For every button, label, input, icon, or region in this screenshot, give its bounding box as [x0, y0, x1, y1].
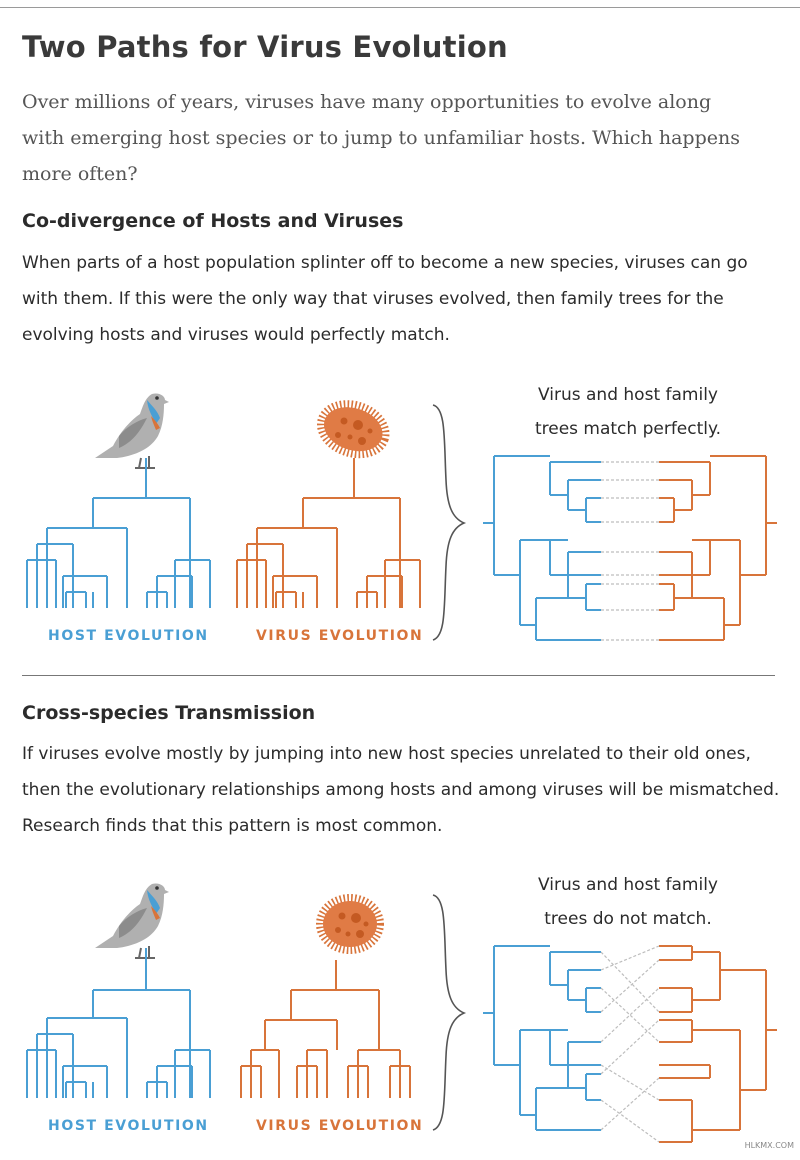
matched-host-tree [483, 455, 601, 641]
pigeon-icon [95, 393, 169, 469]
caption-line-1: Virus and host family [538, 385, 718, 405]
brace [432, 894, 467, 1131]
diagram-codivergence: Virus and host family trees match perfec… [0, 370, 800, 670]
caption-cross-species: Virus and host family trees do not match… [498, 868, 758, 936]
matched-virus-tree [659, 455, 777, 641]
mismatched-links [600, 945, 660, 1143]
section-divider [22, 675, 775, 676]
virus-icon [316, 400, 390, 459]
virus-evolution-label: VIRUS EVOLUTION [256, 628, 424, 644]
watermark: HLKMX.COM [744, 1141, 794, 1150]
host-tree [26, 948, 211, 1098]
mismatched-host-tree [483, 945, 601, 1131]
page-title: Two Paths for Virus Evolution [22, 30, 508, 64]
host-evolution-label: HOST EVOLUTION [48, 1118, 209, 1134]
brace [432, 404, 467, 641]
section-heading-codivergence: Co-divergence of Hosts and Viruses [22, 210, 404, 232]
virus-icon [316, 894, 384, 954]
codivergence-svg [26, 393, 777, 641]
host-tree [26, 458, 211, 608]
top-rule [0, 7, 800, 8]
cross-species-svg [26, 883, 777, 1143]
pigeon-icon [95, 883, 169, 959]
host-evolution-label: HOST EVOLUTION [48, 628, 209, 644]
section-heading-cross-species: Cross-species Transmission [22, 702, 316, 724]
caption-line-2: trees do not match. [544, 909, 712, 929]
intro-text: Over millions of years, viruses have man… [22, 91, 740, 185]
diagram-cross-species: Virus and host family trees do not match… [0, 860, 800, 1160]
virus-tree [236, 458, 421, 608]
caption-line-2: trees match perfectly. [534, 419, 722, 439]
section-body-codivergence: When parts of a host population splinter… [22, 253, 748, 345]
section-body-cross-species: If viruses evolve mostly by jumping into… [22, 744, 780, 836]
caption-line-1: Virus and host family [538, 875, 718, 895]
virus-evolution-label: VIRUS EVOLUTION [256, 1118, 424, 1134]
matched-links [601, 461, 659, 641]
caption-codivergence: Virus and host family trees match perfec… [498, 378, 758, 446]
mismatched-virus-tree [659, 945, 777, 1143]
virus-tree [240, 960, 411, 1098]
